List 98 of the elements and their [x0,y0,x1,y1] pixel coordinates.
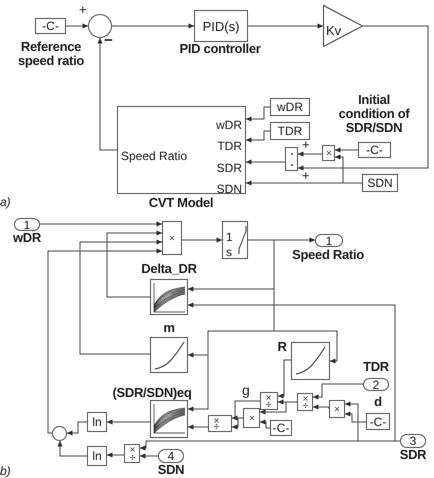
signal-arrow [182,238,222,242]
block-caption: PID controller [178,42,262,56]
block-label: wDR [277,101,303,113]
signal-arrow [260,402,298,414]
block-caption: SDR [398,448,428,462]
block-label: wDR [216,118,242,132]
signal-arrow [344,412,366,422]
divide-block [208,415,232,432]
panel-label: a) [0,196,11,208]
signal-arrow [248,240,338,364]
signal-arrow [248,24,324,28]
block-label: PID(s) [202,20,240,32]
block-caption: SDN [156,463,186,477]
signal-arrow [334,148,358,152]
signal-arrow [246,160,286,164]
divide-block [297,393,313,411]
sign-label: − [104,33,113,48]
signal-arrow [312,404,330,410]
constant-block [35,18,66,34]
block-caption: (SDR/SDN)eq [111,386,193,400]
sign-label: + [79,3,87,16]
block-label: s [226,245,232,259]
signal-arrow [298,152,322,156]
divide-block [260,392,278,410]
constant-block [366,413,390,430]
signal-arrow [112,24,194,28]
block-label: -C- [370,416,386,428]
sum-block [285,147,298,171]
block-label: Speed Ratio [121,149,188,163]
block-caption: wDR [12,231,42,245]
block-label: 2 [372,378,380,390]
block-label: Kv [326,23,342,38]
signal-arrow [80,240,162,354]
integrator-block [222,221,248,259]
signal-arrow [298,26,428,170]
block-caption: R [276,340,288,354]
block-label: TDR [278,125,302,137]
product-block [162,221,182,255]
signal-arrow [106,420,150,424]
goto-tag [362,174,398,192]
signal-label: g [242,383,250,397]
block-label: ln [92,450,102,462]
signal-arrow [40,222,162,226]
block-label: SDR [216,160,242,175]
signal-arrow [140,454,158,458]
product-block [243,408,260,428]
block-label: TDR [217,139,242,154]
block-caption: m [162,321,176,335]
signal-arrow [246,130,270,142]
goto-tag [270,98,310,116]
divide-block [124,444,140,463]
block-caption: Delta_DR [140,262,198,276]
signal-arrow [58,440,88,456]
signal-arrow [48,248,162,434]
sign-label: + [302,169,310,182]
block-caption: Reference speed ratio [16,40,86,68]
block-label: 1 [226,230,233,244]
block-label: SDN [367,177,393,189]
block-label: -C- [272,422,290,434]
math-function-block [87,412,107,432]
panel-label: b) [0,465,11,477]
lookup-table-block [291,342,330,380]
block-caption: d [373,395,383,409]
block-caption: Speed Ratio [291,248,365,262]
goto-tag [270,122,310,140]
signal-arrow [260,420,270,428]
signal-arrow [312,384,364,400]
block-caption: TDR [362,360,390,374]
signal-arrow [232,400,260,420]
signal-arrow [66,422,88,436]
constant-block [358,142,391,158]
block-label: ln [92,416,102,428]
block-label: 4 [168,450,174,462]
sign-label: + [302,138,310,151]
subsystem-block [117,106,246,194]
signal-arrow [106,452,124,458]
signal-arrow [140,440,400,450]
product-block [329,400,345,418]
signal-arrow [278,360,292,398]
signal-arrow [246,106,270,122]
math-function-block [87,446,107,466]
signal-arrow [188,424,208,430]
signal-arrow [246,180,362,186]
block-label: 1 [326,234,332,246]
block-label: SDN [216,182,242,196]
signal-arrow [106,230,162,298]
pid-block [194,10,248,42]
block-label: 3 [410,435,416,447]
signal-arrow [98,38,118,150]
block-caption: Initial condition of SDR/SDN [338,93,411,135]
block-label: -C- [366,144,383,156]
block-caption: CVT Model [148,196,214,210]
block-label: 1 [24,218,30,230]
signal-arrow [66,24,88,28]
product-block [322,145,335,161]
signal-arrow [232,418,244,430]
block-label: -C- [42,20,59,32]
gain-triangle [323,5,363,47]
